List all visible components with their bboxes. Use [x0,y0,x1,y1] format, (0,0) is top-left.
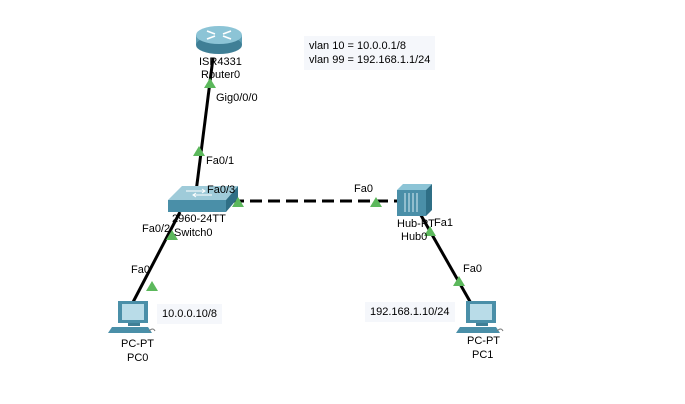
switch0-model-label: 2960-24TT [172,213,226,225]
pc0-model-label: PC-PT [121,338,154,350]
port-status-hub0-fa0 [370,197,382,207]
port-label-hub-fa0: Fa0 [354,183,373,195]
port-label-fa0-2: Fa0/2 [142,223,171,235]
vlan-note-line-2: vlan 99 = 192.168.1.1/24 [309,54,431,66]
port-label-gig0-0-0: Gig0/0/0 [216,92,258,104]
pc1-name-label: PC1 [472,349,494,361]
pc1-model-label: PC-PT [467,335,500,347]
router-icon[interactable] [196,26,242,54]
pc0-icon[interactable] [108,301,156,333]
vlan-note-line-1: vlan 10 = 10.0.0.1/8 [309,40,406,52]
pc0-name-label: PC0 [127,352,149,364]
router0-model-label: ISR4331 [199,56,242,68]
switch-icon[interactable] [168,186,238,212]
port-status-pc0-fa0 [146,281,158,291]
port-status-switch0-fa0-1 [193,146,205,156]
port-label-fa0-3: Fa0/3 [207,184,236,196]
hub-icon[interactable] [397,184,432,216]
port-status-router0-gig0-0-0 [204,78,216,88]
vlan-note[interactable]: vlan 10 = 10.0.0.1/8 vlan 99 = 192.168.1… [304,36,436,70]
switch0-name-label: Switch0 [174,227,213,239]
port-label-pc1-fa0: Fa0 [463,263,482,275]
port-status-hub0-fa1 [424,226,436,236]
pc0-ip-note[interactable]: 10.0.0.10/8 [157,304,223,324]
port-status-switch0-fa0-3 [232,197,244,207]
pc1-ip-note[interactable]: 192.168.1.10/24 [365,302,455,322]
port-label-fa0-1: Fa0/1 [206,155,235,167]
router0-name-label: Router0 [201,69,241,81]
pc1-icon[interactable] [456,301,504,333]
link-hub0-pc1[interactable] [416,209,474,306]
port-status-pc1-fa0 [453,276,465,286]
hub0-model-label: Hub-PT [397,218,435,230]
port-label-pc0-fa0: Fa0 [131,264,150,276]
port-status-switch0-fa0-2 [166,230,178,240]
hub0-name-label: Hub0 [401,231,428,243]
link-switch0-pc0[interactable] [129,211,182,307]
port-label-hub-fa1: Fa1 [434,217,453,229]
